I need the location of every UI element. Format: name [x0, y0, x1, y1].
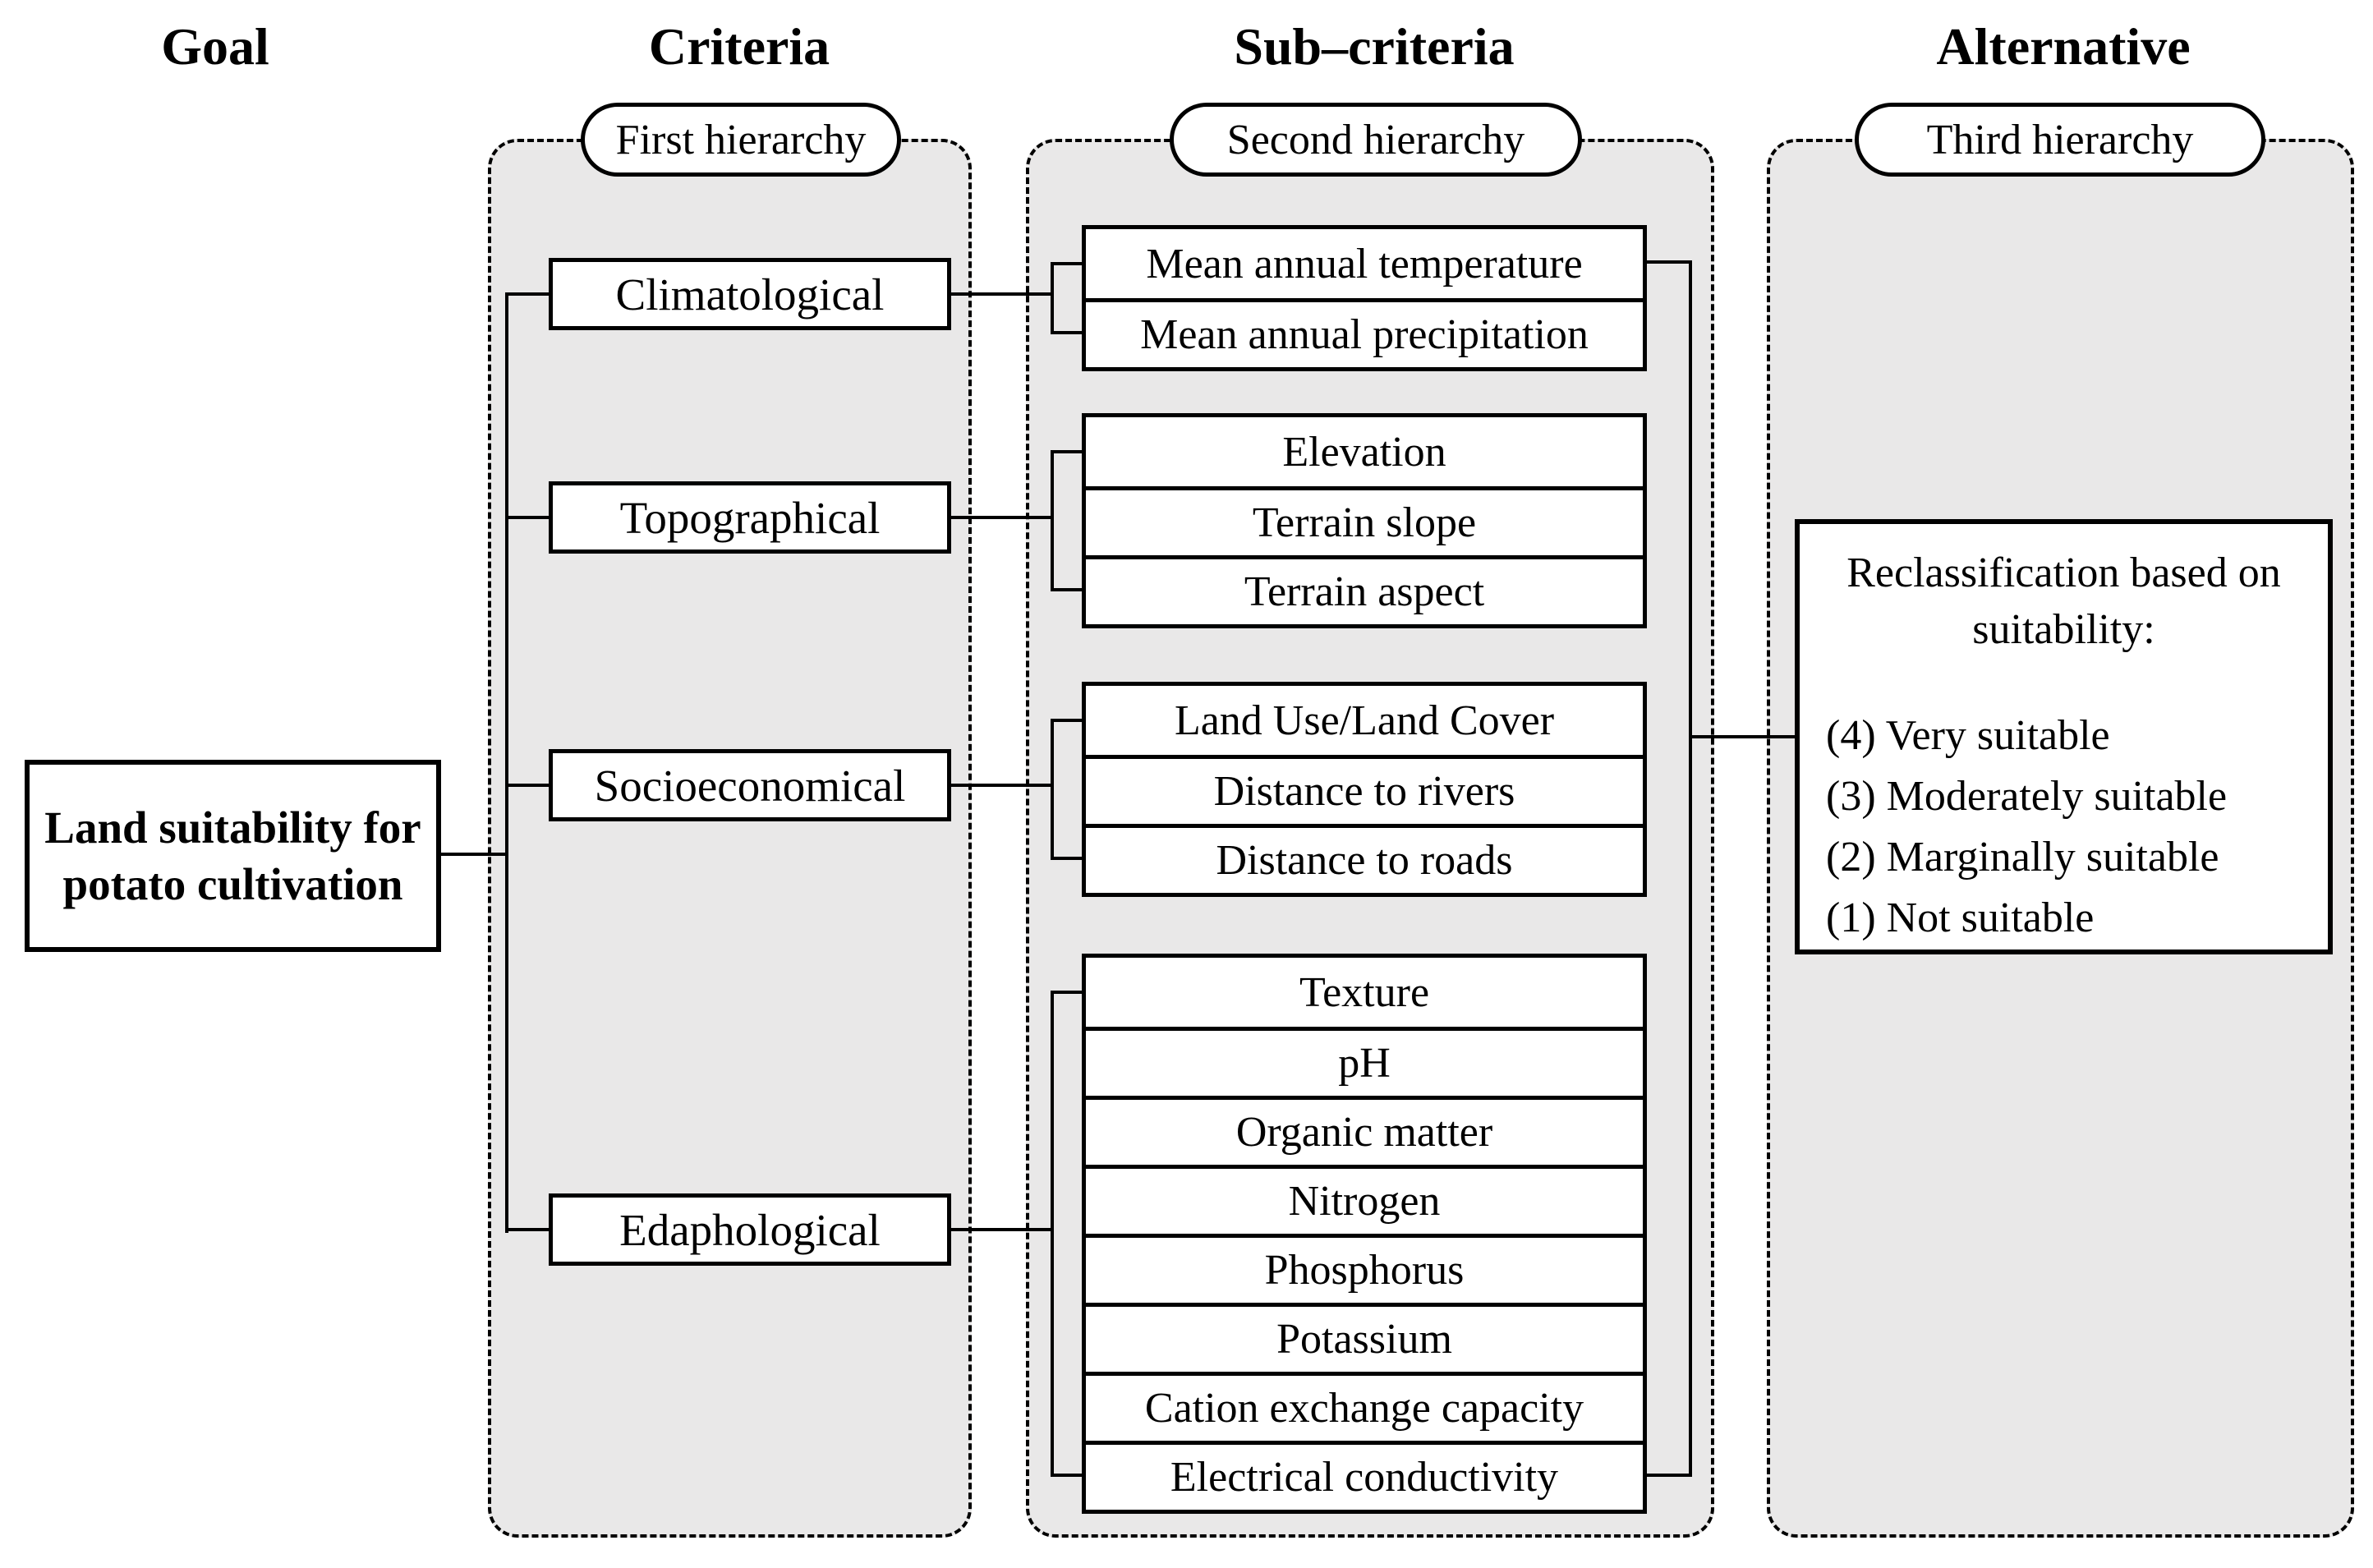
bracket-group-3-stub-bottom: [1054, 857, 1082, 860]
sub-criteria-item: pH: [1086, 1027, 1643, 1096]
alternative-option: (2) Marginally suitable: [1826, 833, 2219, 881]
criteria-box-edaphological: Edaphological: [549, 1193, 951, 1266]
sub-criteria-group-edaphological: Texture pH Organic matter Nitrogen Phosp…: [1082, 954, 1647, 1514]
alternative-option: (4) Very suitable: [1826, 712, 2110, 760]
connector-criteria-stub-1: [508, 292, 549, 296]
connector-criteria-to-group-1: [951, 292, 1054, 296]
sub-criteria-item: Texture: [1299, 968, 1430, 1016]
criteria-container: [488, 139, 972, 1538]
criteria-box-topographical: Topographical: [549, 481, 951, 554]
criteria-box-climatological: Climatological: [549, 258, 951, 330]
sub-criteria-group-socioeconomical: Land Use/Land Cover Distance to rivers D…: [1082, 682, 1647, 897]
sub-criteria-item: Land Use/Land Cover: [1174, 697, 1555, 744]
column-header-criteria: Criteria: [648, 17, 830, 76]
first-hierarchy-pill: First hierarchy: [581, 103, 901, 177]
bracket-group-4: [1051, 991, 1054, 1477]
connector-temperature-stub: [1647, 260, 1692, 264]
bracket-group-3-stub-top: [1054, 719, 1082, 722]
alternative-option: (1) Not suitable: [1826, 894, 2095, 941]
connector-criteria-stub-4: [508, 1228, 549, 1231]
sub-criteria-item: Phosphorus: [1086, 1234, 1643, 1303]
bracket-group-4-stub-top: [1054, 991, 1082, 994]
column-header-goal: Goal: [161, 17, 269, 76]
alternative-title: Reclassification based on suitability:: [1846, 549, 2281, 653]
sub-criteria-item: Distance to rivers: [1086, 755, 1643, 824]
bracket-group-1-stub-bottom: [1054, 331, 1082, 334]
connector-criteria-stub-3: [508, 784, 549, 787]
connector-goal-stub: [441, 853, 508, 856]
third-hierarchy-pill: Third hierarchy: [1855, 103, 2265, 177]
column-header-sub-criteria: Sub–criteria: [1234, 17, 1515, 76]
column-header-alternative: Alternative: [1936, 17, 2191, 76]
alternative-options: (4) Very suitable (3) Moderately suitabl…: [1800, 706, 2328, 948]
connector-conductivity-stub: [1647, 1474, 1692, 1477]
connector-criteria-to-group-4: [951, 1228, 1054, 1231]
criteria-box-socioeconomical: Socioeconomical: [549, 749, 951, 821]
connector-right-trunk: [1689, 260, 1692, 1477]
sub-criteria-item: Terrain slope: [1086, 486, 1643, 555]
sub-criteria-item: Elevation: [1282, 428, 1446, 476]
bracket-group-1-stub-top: [1054, 262, 1082, 265]
connector-criteria-to-group-2: [951, 516, 1054, 519]
sub-criteria-item: Cation exchange capacity: [1086, 1372, 1643, 1441]
alternative-box: Reclassification based on suitability: (…: [1795, 519, 2333, 954]
bracket-group-4-stub-bottom: [1054, 1474, 1082, 1477]
sub-criteria-group-topographical: Elevation Terrain slope Terrain aspect: [1082, 413, 1647, 628]
bracket-group-3: [1051, 719, 1054, 860]
sub-criteria-item: Organic matter: [1086, 1096, 1643, 1165]
alternative-option: (3) Moderately suitable: [1826, 773, 2228, 821]
sub-criteria-item: Terrain aspect: [1086, 555, 1643, 624]
sub-criteria-item: Electrical conductivity: [1086, 1441, 1643, 1510]
second-hierarchy-pill: Second hierarchy: [1170, 103, 1582, 177]
goal-box: Land suitability for potato cultivation: [25, 760, 441, 952]
sub-criteria-item: Mean annual temperature: [1146, 240, 1583, 287]
connector-criteria-stub-2: [508, 516, 549, 519]
bracket-group-2: [1051, 450, 1054, 591]
connector-left-trunk: [505, 292, 508, 1233]
sub-criteria-item: Mean annual precipitation: [1086, 298, 1643, 367]
connector-criteria-to-group-3: [951, 784, 1054, 787]
connector-to-alternative: [1692, 735, 1795, 738]
bracket-group-1: [1051, 262, 1054, 334]
bracket-group-2-stub-bottom: [1054, 588, 1082, 591]
sub-criteria-item: Potassium: [1086, 1303, 1643, 1372]
sub-criteria-item: Nitrogen: [1086, 1165, 1643, 1234]
sub-criteria-group-climatological: Mean annual temperature Mean annual prec…: [1082, 225, 1647, 371]
sub-criteria-item: Distance to roads: [1086, 824, 1643, 893]
bracket-group-2-stub-top: [1054, 450, 1082, 453]
